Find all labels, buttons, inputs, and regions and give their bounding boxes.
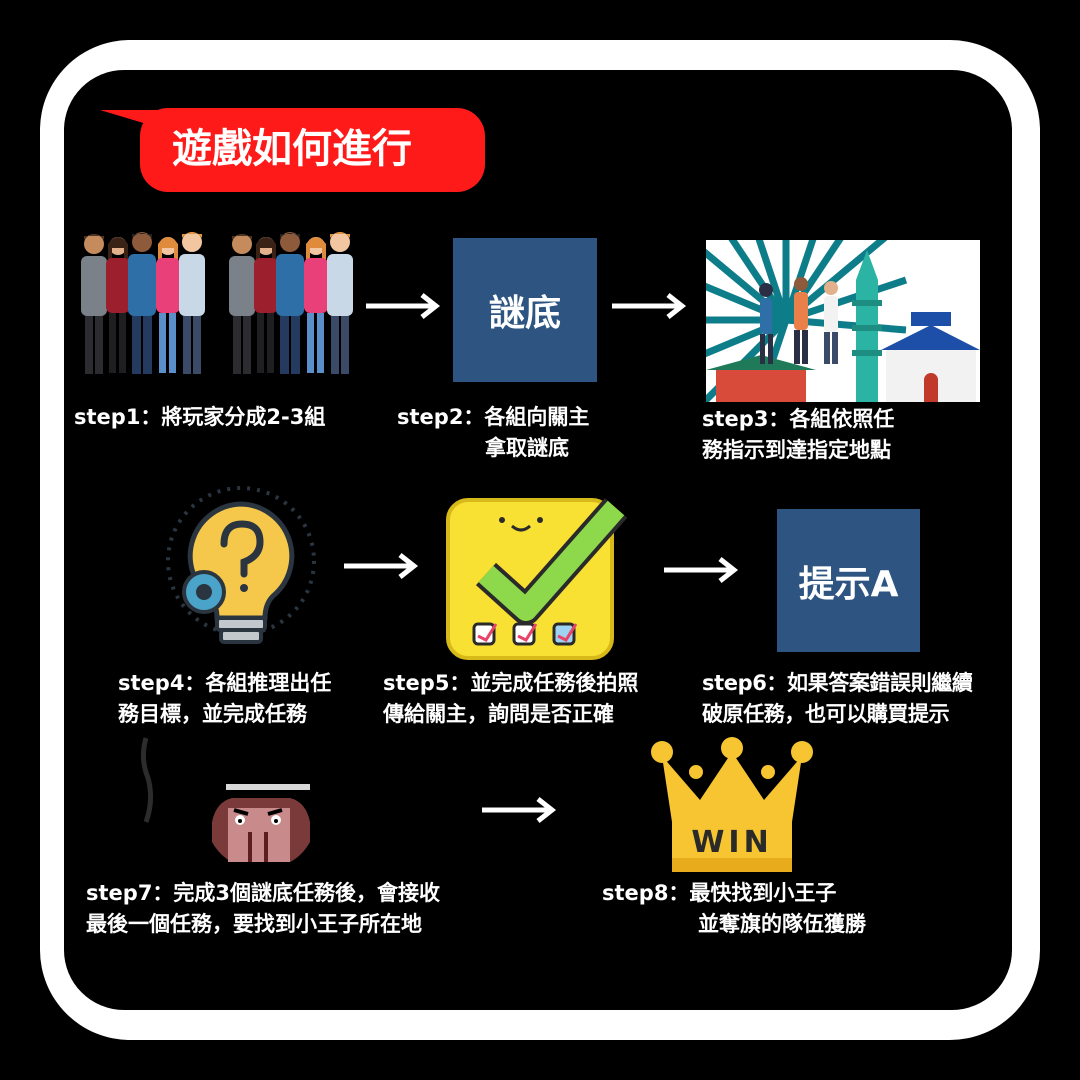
title-badge xyxy=(140,108,485,192)
step5-line2: 傳給關主，詢問是否正確 xyxy=(383,702,614,726)
hint-box: 提示A xyxy=(777,509,920,652)
arrow-right-5 xyxy=(482,797,557,823)
step5-line1: step5：並完成任務後拍照 xyxy=(383,671,639,695)
arrow-right-4 xyxy=(664,557,739,583)
step1-line1: step1：將玩家分成2-3組 xyxy=(74,405,326,429)
arrow-right-1 xyxy=(366,293,441,319)
step8-line1: step8：最快找到小王子 xyxy=(602,881,837,905)
arrow-right-3 xyxy=(344,553,419,579)
step4-caption: step4：各組推理出任 務目標，並完成任務 xyxy=(118,668,331,730)
lightbulb-question-icon xyxy=(166,486,316,644)
step6-caption: step6：如果答案錯誤則繼續 破原任務，也可以購買提示 xyxy=(702,668,973,730)
riddle-box: 謎底 xyxy=(453,238,597,382)
people-group-illustration xyxy=(81,232,353,374)
crown-win-label: WIN xyxy=(691,825,772,860)
step6-line1: step6：如果答案錯誤則繼續 xyxy=(702,671,973,695)
step7-line2: 最後一個任務，要找到小王子所在地 xyxy=(86,912,422,936)
step3-caption: step3：各組依照任 務指示到達指定地點 xyxy=(702,404,894,466)
arrow-right-2 xyxy=(612,293,687,319)
step3-line2: 務指示到達指定地點 xyxy=(702,438,891,462)
travel-landmarks-illustration xyxy=(706,240,980,402)
checklist-sticker-icon xyxy=(446,498,628,660)
crown-win-icon: WIN xyxy=(651,737,813,872)
step6-line2: 破原任務，也可以購買提示 xyxy=(702,702,950,726)
step7-line1: step7：完成3個謎底任務後，會接收 xyxy=(86,881,441,905)
step7-caption: step7：完成3個謎底任務後，會接收 最後一個任務，要找到小王子所在地 xyxy=(86,878,440,940)
step1-caption: step1：將玩家分成2-3組 xyxy=(74,402,325,433)
page-title: 遊戲如何進行 xyxy=(172,126,412,172)
step2-line1: step2：各組向關主 xyxy=(397,405,590,429)
step5-caption: step5：並完成任務後拍照 傳給關主，詢問是否正確 xyxy=(383,668,638,730)
step4-line1: step4：各組推理出任 xyxy=(118,671,332,695)
step8-caption: step8：最快找到小王子 並奪旗的隊伍獲勝 xyxy=(602,878,866,940)
step3-line1: step3：各組依照任 xyxy=(702,407,895,431)
step4-line2: 務目標，並完成任務 xyxy=(118,702,307,726)
step2-caption: step2：各組向關主 拿取謎底 xyxy=(397,402,589,464)
step2-line2: 拿取謎底 xyxy=(485,436,569,460)
step8-line2: 並奪旗的隊伍獲勝 xyxy=(698,912,866,936)
mysterious-figure-icon xyxy=(140,737,310,862)
